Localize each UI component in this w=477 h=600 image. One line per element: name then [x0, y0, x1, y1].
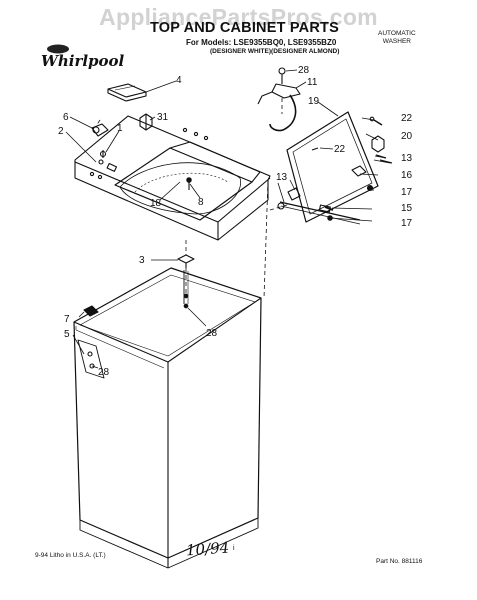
- page-title: TOP AND CABINET PARTS: [150, 20, 339, 36]
- callout-17-upper: 17: [401, 187, 413, 198]
- callout-8: 8: [198, 197, 204, 208]
- callout-22-right: 22: [401, 113, 413, 124]
- cabinet: [73, 267, 262, 569]
- callout-28-post: 28: [206, 328, 218, 339]
- callout-6: 6: [63, 112, 69, 123]
- part-6-switch: [91, 123, 109, 137]
- brand-text: Whirlpool: [41, 52, 124, 70]
- callout-16: 16: [401, 170, 413, 181]
- part-11-harness: [257, 67, 301, 132]
- callout-2: 2: [58, 126, 64, 137]
- top-panel: [74, 115, 271, 241]
- leader-lines: [65, 69, 391, 369]
- part-31-clip: [139, 113, 153, 131]
- whirlpool-logo: Whirlpool: [41, 44, 124, 70]
- callout-17-lower: 17: [401, 218, 413, 229]
- part-4-bracket: [107, 83, 147, 102]
- callout-1: 1: [117, 123, 123, 134]
- part-number: Part No. 881116: [376, 558, 423, 565]
- callout-28-top: 28: [298, 65, 310, 76]
- product-type: AUTOMATIC WASHER: [378, 30, 416, 46]
- part-19-lid: [277, 111, 379, 225]
- callout-19: 19: [308, 96, 320, 107]
- callout-31: 31: [157, 112, 169, 123]
- model-numbers: For Models: LSE9355BQ0, LSE9355BZ0: [186, 38, 337, 47]
- callout-4: 4: [176, 75, 182, 86]
- part-3-clip: [177, 254, 195, 268]
- callout-7: 7: [64, 314, 70, 325]
- part-1-screw: [98, 150, 107, 165]
- callout-15: 15: [401, 203, 413, 214]
- callout-5: 5: [64, 329, 70, 340]
- footer-mark: i: [233, 545, 235, 552]
- callout-13-right: 13: [401, 153, 413, 164]
- callout-18: 18: [150, 198, 162, 209]
- product-type-line2: WASHER: [382, 38, 411, 45]
- callout-28-panel: 28: [98, 367, 110, 378]
- print-info: 9-94 Litho in U.S.A. (LT.): [35, 552, 106, 559]
- handwritten-date: 10/94: [185, 538, 230, 560]
- model-variants: (DESIGNER WHITE)(DESIGNER ALMOND): [210, 48, 340, 55]
- product-type-line1: AUTOMATIC: [378, 30, 416, 37]
- callout-3: 3: [139, 255, 145, 266]
- callout-13-hinge: 13: [276, 172, 288, 183]
- watermark: AppliancePartsPros.com: [99, 4, 378, 30]
- callout-20: 20: [401, 131, 413, 142]
- alignment-lines: [95, 98, 291, 299]
- callouts: 4 6 31 2 1 8 18 28 11 19 22 20 22 13 13 …: [58, 65, 413, 378]
- callout-22-lid: 22: [334, 144, 346, 155]
- callout-11: 11: [307, 77, 318, 88]
